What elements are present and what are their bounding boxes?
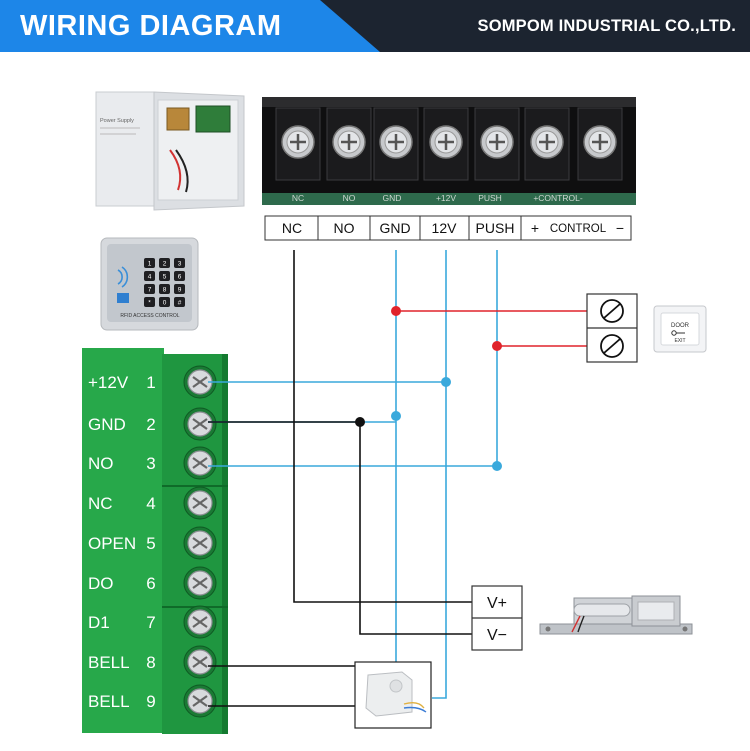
psu-label-gnd: GND — [379, 220, 410, 236]
power-supply-box-label: Power Supply — [100, 118, 134, 124]
keypad-key — [159, 271, 170, 281]
junction-dot — [492, 341, 502, 351]
keypad-key-label: 3 — [178, 261, 182, 268]
exit-button-terminals — [586, 293, 638, 363]
keypad-key-label: 2 — [163, 261, 167, 268]
psu-board-label: +12V — [436, 193, 456, 203]
keypad-key-label: 8 — [163, 287, 167, 294]
key-icon — [671, 330, 685, 336]
controller-terminal-pin: 6 — [146, 574, 155, 593]
screw-slot — [192, 457, 208, 469]
psu-board-label: PUSH — [478, 193, 502, 203]
controller-terminal-pin: 3 — [146, 454, 155, 473]
psu-board-label: GND — [383, 193, 402, 203]
rfid-keypad: 1 2 3 4 5 6 7 8 9 * 0 # RFID ACCESS CONTROL — [100, 237, 199, 331]
controller-terminal-label: NC — [88, 494, 113, 513]
controller-terminal-label: +12V — [88, 373, 129, 392]
keypad-key-label: # — [178, 300, 182, 307]
psu-label-control-minus: − — [616, 220, 624, 236]
screw-slot — [192, 537, 208, 549]
controller-terminal-pin: 8 — [146, 653, 155, 672]
power-supply-terminal-block: NC NO GND +12V PUSH +CONTROL- — [262, 97, 636, 205]
psu-label-12v: 12V — [432, 220, 458, 236]
keypad-caption: RFID ACCESS CONTROL — [120, 313, 179, 319]
wires — [208, 250, 587, 707]
screw-slot — [192, 418, 208, 430]
keypad-key-label: 0 — [163, 300, 167, 307]
door-bell — [354, 661, 432, 729]
keypad-key-label: 5 — [163, 274, 167, 281]
screw-slot — [192, 616, 208, 628]
keypad-key — [144, 271, 155, 281]
junction-dot — [492, 461, 502, 471]
lock-terminals: V+ V− — [471, 585, 523, 651]
lock-v-plus: V+ — [487, 595, 507, 612]
screw-slot — [192, 577, 208, 589]
exit-button-line2: EXIT — [674, 338, 685, 344]
screw-slot — [192, 656, 208, 668]
exit-button-line1: DOOR — [671, 323, 690, 329]
keypad-key — [144, 297, 155, 307]
header-accent — [0, 0, 380, 52]
keypad-key — [174, 297, 185, 307]
wire-12v-vertical — [432, 250, 447, 699]
company-name: SOMPOM INDUSTRIAL CO.,LTD. — [477, 17, 736, 35]
psu-board-label: +CONTROL- — [533, 193, 583, 203]
controller-terminal-pin: 7 — [146, 613, 155, 632]
screw-slot — [192, 497, 208, 509]
wire-gnd-lock-vminus — [208, 421, 472, 635]
keypad-key — [159, 284, 170, 294]
controller-terminal-pin: 5 — [146, 534, 155, 553]
keypad-key-label: 4 — [148, 274, 152, 281]
controller-terminal-label: DO — [88, 574, 114, 593]
power-supply-box: Power Supply — [95, 91, 245, 211]
psu-label-push: PUSH — [476, 220, 515, 236]
keypad-key-label: 6 — [178, 274, 182, 281]
screw-slot — [192, 376, 208, 388]
keypad-key-label: 1 — [148, 261, 152, 268]
wire-nc-lock-vplus — [293, 250, 472, 603]
keypad-key-label: 9 — [178, 287, 182, 294]
controller-terminal-label: GND — [88, 415, 126, 434]
controller-terminal-label: BELL — [88, 653, 130, 672]
psu-label-nc: NC — [282, 220, 302, 236]
keypad-key — [144, 284, 155, 294]
controller-terminal-pin: 4 — [146, 494, 155, 513]
junction-dot — [391, 306, 401, 316]
header-bar: WIRING DIAGRAM SOMPOM INDUSTRIAL CO.,LTD… — [0, 0, 750, 52]
page-title: WIRING DIAGRAM — [20, 10, 282, 42]
exit-button: DOOR EXIT — [653, 305, 707, 353]
keypad-key — [144, 258, 155, 268]
keypad-key — [174, 258, 185, 268]
psu-label-no: NO — [334, 220, 355, 236]
junction-dot — [441, 377, 451, 387]
controller-terminal-pin: 9 — [146, 692, 155, 711]
controller-terminal-label: BELL — [88, 692, 130, 711]
controller-terminal-label: NO — [88, 454, 114, 473]
psu-board-label: NO — [343, 193, 356, 203]
controller-terminal-label: D1 — [88, 613, 110, 632]
electric-bolt-lock — [539, 595, 693, 635]
keypad-key-label: * — [148, 300, 151, 307]
lock-v-minus: V− — [487, 627, 507, 644]
keypad-key — [174, 284, 185, 294]
controller-terminal-pin: 1 — [146, 373, 155, 392]
psu-board-label: NC — [292, 193, 304, 203]
junction-dot — [391, 411, 401, 421]
keypad-key — [174, 271, 185, 281]
psu-label-control: CONTROL — [550, 223, 607, 235]
keypad-key — [159, 258, 170, 268]
psu-terminal-labels: NC NO GND 12V PUSH + CONTROL − — [264, 215, 632, 241]
controller-terminal-pin: 2 — [146, 415, 155, 434]
keypad-key-label: 7 — [148, 287, 152, 294]
junction-dot — [355, 417, 365, 427]
screw-slot — [192, 695, 208, 707]
psu-label-control-plus: + — [531, 220, 539, 236]
keypad-key — [159, 297, 170, 307]
controller-terminal-label: OPEN — [88, 534, 136, 553]
